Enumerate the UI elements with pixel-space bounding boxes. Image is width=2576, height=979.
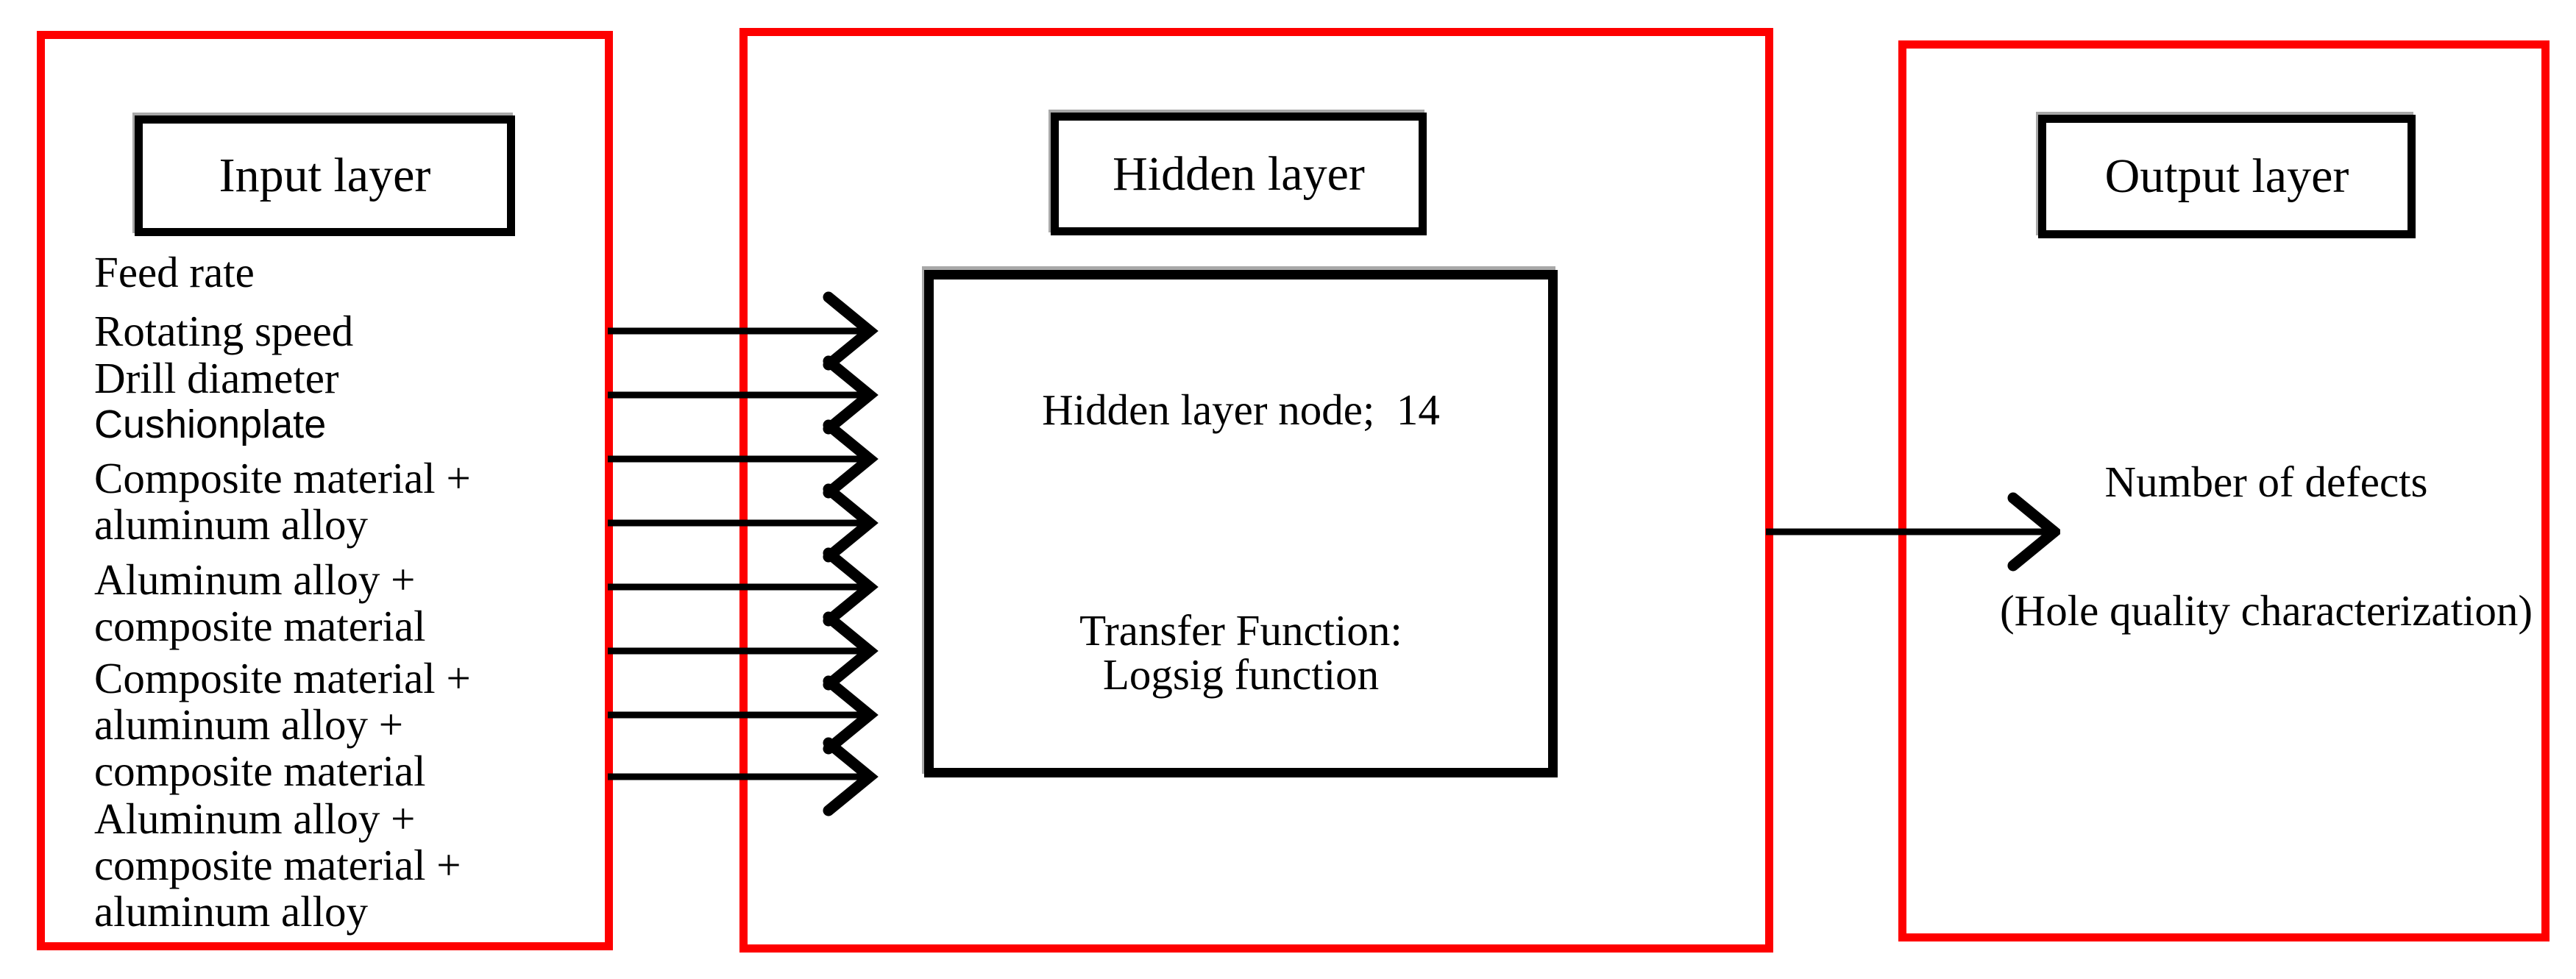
output-note-label: (Hole quality characterization) xyxy=(1999,586,2533,635)
input-layer-title: Input layer xyxy=(219,149,431,202)
input-item-drill-diameter: Drill diameter xyxy=(94,354,339,402)
input-item-stack-cfrp-al: Composite material + aluminum alloy xyxy=(94,454,471,549)
input-item-feed-rate: Feed rate xyxy=(94,248,255,296)
transfer-function-label: Transfer Function: xyxy=(1079,606,1402,655)
input-item-stack-al-cfrp-al: Aluminum alloy + composite material + al… xyxy=(94,794,461,936)
hidden-layer-title-box: Hidden layer xyxy=(1051,113,1427,235)
input-arrow-6 xyxy=(608,611,879,691)
input-item-stack-cfrp-al-cfrp: Composite material + aluminum alloy + co… xyxy=(94,654,471,795)
input-arrow-3 xyxy=(608,419,879,499)
output-layer-frame xyxy=(1898,40,2550,941)
input-arrow-2 xyxy=(608,355,879,435)
output-result-label: Number of defects xyxy=(2104,458,2428,506)
output-layer-title: Output layer xyxy=(2104,149,2349,203)
input-arrow-5 xyxy=(608,547,879,627)
transfer-function-value: Logsig function xyxy=(1102,650,1380,699)
input-arrow-1 xyxy=(608,291,879,371)
input-item-cushionplate: Cushionplate xyxy=(94,402,327,446)
input-item-rotating-speed: Rotating speed xyxy=(94,307,354,355)
input-arrow-4 xyxy=(608,483,879,563)
hidden-node-box xyxy=(924,270,1558,777)
input-arrow-7 xyxy=(608,675,879,755)
input-item-stack-al-cfrp: Aluminum alloy + composite material xyxy=(94,555,426,650)
output-arrow xyxy=(1766,492,2060,572)
input-arrow-8 xyxy=(608,737,879,816)
hidden-layer-title: Hidden layer xyxy=(1113,146,1365,201)
input-layer-frame xyxy=(37,31,613,950)
hidden-layer-frame xyxy=(739,28,1773,953)
input-layer-title-box: Input layer xyxy=(135,115,515,236)
hidden-node-count-label: Hidden layer node; 14 xyxy=(1042,385,1440,434)
output-layer-title-box: Output layer xyxy=(2038,115,2416,238)
